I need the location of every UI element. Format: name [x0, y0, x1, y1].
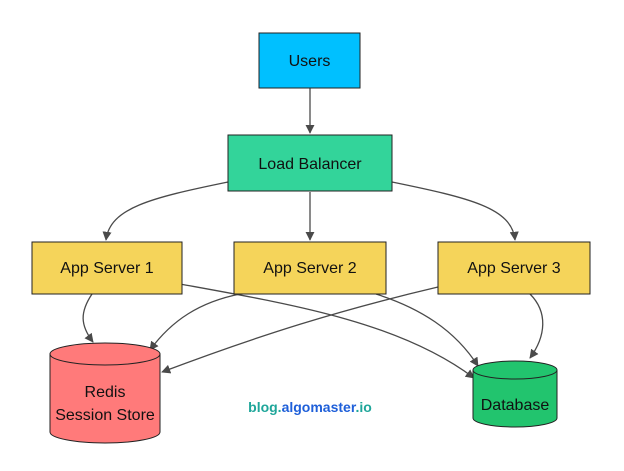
app-server-1-label: App Server 1 [60, 260, 153, 277]
load-balancer-box [227, 134, 393, 192]
watermark-part-1: blog. [248, 399, 281, 415]
watermark-part-3: .io [356, 399, 372, 415]
app-server-1-box [31, 241, 183, 295]
redis-session-store-node: Redis Session Store [49, 342, 161, 444]
database-cylinder-body [472, 370, 558, 428]
app-server-3-label: App Server 3 [467, 260, 560, 277]
users-label: Users [289, 53, 331, 70]
app-server-2-node: App Server 2 [233, 241, 387, 295]
edge-load-balancer-to-app-server-1 [102, 181, 229, 241]
redis-label-line1: Redis [85, 384, 126, 401]
app-server-1-node: App Server 1 [31, 241, 183, 295]
app-server-3-box [437, 241, 591, 295]
watermark: blog.algomaster.io [248, 399, 372, 415]
redis-cylinder-body [49, 354, 161, 444]
app-server-2-box [233, 241, 387, 295]
load-balancer-node: Load Balancer [227, 134, 393, 192]
database-node: Database [472, 360, 558, 428]
users-box [258, 32, 361, 89]
edge-app-server-1-to-database [179, 283, 475, 379]
users-node: Users [258, 32, 361, 89]
database-cylinder-top [472, 360, 558, 380]
edge-app-server-1-to-redis [82, 293, 94, 343]
load-balancer-label: Load Balancer [258, 156, 362, 173]
redis-cylinder-top [49, 342, 161, 366]
edge-load-balancer-to-app-server-3 [391, 181, 519, 241]
app-server-3-node: App Server 3 [437, 241, 591, 295]
edge-app-server-3-to-redis [161, 286, 439, 374]
database-label: Database [481, 397, 550, 414]
edges [82, 88, 544, 379]
edge-app-server-2-to-database [375, 293, 479, 367]
app-server-2-label: App Server 2 [263, 260, 356, 277]
watermark-part-2: algomaster [282, 399, 357, 415]
edge-app-server-2-to-redis [149, 293, 241, 351]
edge-app-server-3-to-database [529, 293, 544, 359]
redis-label-line2: Session Store [55, 407, 155, 424]
